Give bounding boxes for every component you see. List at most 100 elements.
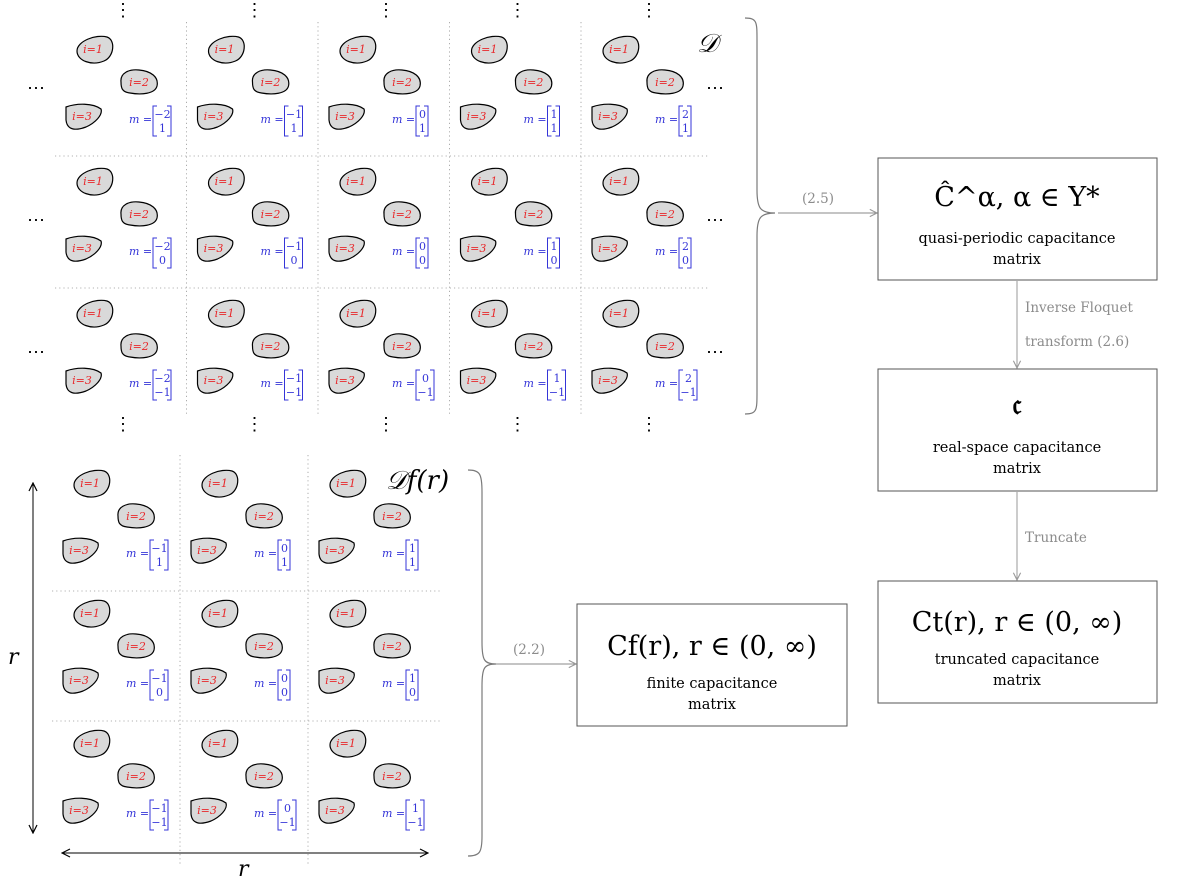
upper-cell-r0c1-bracket-left xyxy=(284,105,289,137)
upper-cell-r1c2-m-label: m = xyxy=(392,245,415,258)
finite-cell-r0c1-m-label: m = xyxy=(254,547,277,560)
upper-cell-r1c4-m-label: m = xyxy=(655,245,678,258)
quasi-periodic-box xyxy=(877,157,1158,281)
upper-cell-r1c1-label-i3: i=3 xyxy=(204,242,224,255)
upper-cell-r0c2-label-i2: i=2 xyxy=(392,76,412,89)
upper-cell-r0c4-particle-1 xyxy=(602,35,640,64)
upper-vdots-top-2: ⋮ xyxy=(377,0,395,21)
finite-cell-r1c0-label-i3: i=3 xyxy=(69,674,89,687)
real-space-line1: real-space capacitance xyxy=(933,440,1101,456)
upper-cell-r1c3-label-i3: i=3 xyxy=(467,242,487,255)
finite-cell-r0c1-label-i1: i=1 xyxy=(208,477,228,490)
upper-cell-r1c3-particle-3 xyxy=(459,235,497,262)
upper-cell-r2c3-label-i3: i=3 xyxy=(467,374,487,387)
upper-cell-r2c4-m-entry-1: 2 xyxy=(685,372,692,385)
finite-box xyxy=(576,603,848,727)
finite-cell-r0c1-bracket-right xyxy=(286,539,291,571)
finite-cell-r1c0-bracket-left xyxy=(149,669,154,701)
upper-vdots-bottom-0: ⋮ xyxy=(114,414,132,435)
upper-cell-r0c4-m-entry-1: 2 xyxy=(682,108,689,121)
upper-cell-r2c2-particle-3 xyxy=(328,367,365,394)
upper-cell-r2c0-m-entry-1: −2 xyxy=(154,372,170,385)
upper-cell-r1c4-bracket-left xyxy=(678,237,683,269)
upper-cell-r2c4-m-entry-2: −1 xyxy=(680,386,696,399)
upper-cell-r2c4-label-i1: i=1 xyxy=(609,307,629,320)
upper-cell-r2c2-label-i1: i=1 xyxy=(346,307,366,320)
finite-cell-r2c1-m-label: m = xyxy=(254,807,277,820)
finite-cell-r0c1-particle-1 xyxy=(201,469,239,498)
finite-cell-r1c0-m-entry-2: 0 xyxy=(156,686,163,699)
finite-cell-r0c1-bracket-left xyxy=(277,539,282,571)
upper-cell-r1c3-m-entry-1: 1 xyxy=(551,240,558,253)
upper-cell-r0c1-m-entry-1: −1 xyxy=(286,108,302,121)
finite-cell-r0c2-m-entry-2: 1 xyxy=(409,556,416,569)
upper-cell-r1c2-bracket-right xyxy=(424,237,429,269)
finite-cell-r2c1-bracket-left xyxy=(277,799,282,831)
finite-cell-r1c2-m-label: m = xyxy=(382,677,405,690)
upper-cell-r1c1-m-entry-2: 0 xyxy=(291,254,298,267)
finite-cell-r2c2-label-i1: i=1 xyxy=(336,737,356,750)
finite-cell-r2c1-m-entry-2: −1 xyxy=(279,816,295,829)
truncated-formula: Ct(r), r ∈ (0, ∞) xyxy=(912,607,1123,638)
finite-cell-r2c2-bracket-left xyxy=(405,799,410,831)
upper-cell-r1c1-particle-2 xyxy=(251,201,290,227)
upper-cell-r2c4-label-i3: i=3 xyxy=(598,374,618,387)
upper-cell-r1c1-label-i2: i=2 xyxy=(261,208,281,221)
upper-cell-r0c2-m-entry-2: 1 xyxy=(419,122,426,135)
finite-cell-r0c1-m-entry-1: 0 xyxy=(281,542,288,555)
finite-cell-r1c0-m-entry-1: −1 xyxy=(151,672,167,685)
upper-cell-r0c2-bracket-right xyxy=(424,105,429,137)
upper-cell-r0c1-label-i1: i=1 xyxy=(215,43,235,56)
finite-cell-r0c1-label-i3: i=3 xyxy=(197,544,217,557)
finite-cell-r1c2-m-entry-1: 1 xyxy=(409,672,416,685)
finite-cell-r0c0-particle-3 xyxy=(62,537,99,564)
upper-cell-r1c2-m-entry-2: 0 xyxy=(419,254,426,267)
upper-cell-r1c3-bracket-left xyxy=(547,237,552,269)
upper-cell-r2c3-m-entry-1: 1 xyxy=(554,372,561,385)
upper-cell-r2c1-label-i3: i=3 xyxy=(204,374,224,387)
finite-cell-r0c0-m-entry-1: −1 xyxy=(151,542,167,555)
finite-cell-r0c0-m-label: m = xyxy=(126,547,149,560)
finite-cell-r1c1-m-entry-2: 0 xyxy=(281,686,288,699)
finite-cell-r0c2-m-label: m = xyxy=(382,547,405,560)
quasi-periodic-line2: matrix xyxy=(993,252,1041,268)
upper-cell-r2c4-label-i2: i=2 xyxy=(655,340,675,353)
upper-cell-r0c4-bracket-right xyxy=(687,105,692,137)
upper-ellipsis-right-1: ⋯ xyxy=(706,210,724,231)
finite-cell-r0c2-label-i2: i=2 xyxy=(382,510,402,523)
finite-cell-r0c2-particle-3 xyxy=(318,537,355,564)
upper-cell-r2c4-particle-2 xyxy=(646,333,684,359)
upper-cell-r2c0-label-i1: i=1 xyxy=(83,307,103,320)
upper-cell-r0c3-label-i1: i=1 xyxy=(478,43,498,56)
vertical-size-label: r xyxy=(8,645,20,670)
finite-cell-r2c0-m-label: m = xyxy=(126,807,149,820)
upper-cell-r0c1-particle-2 xyxy=(251,69,290,95)
upper-cell-r2c0-bracket-left xyxy=(152,369,157,401)
upper-cell-r0c0-m-entry-1: −2 xyxy=(154,108,170,121)
finite-cell-r0c0-m-entry-2: 1 xyxy=(156,556,163,569)
upper-cell-r1c0-bracket-left xyxy=(152,237,157,269)
finite-cell-r0c0-bracket-right xyxy=(164,539,169,571)
upper-cell-r0c3-particle-3 xyxy=(459,103,497,130)
upper-cell-r1c1-bracket-right xyxy=(298,237,303,269)
finite-cell-r2c2-label-i2: i=2 xyxy=(382,770,402,783)
upper-cell-r0c0-particle-3 xyxy=(65,103,102,130)
floquet-label-line2: transform (2.6) xyxy=(1025,334,1129,350)
quasi-periodic-formula: Ĉ^α, α ∈ Y* xyxy=(934,179,1100,213)
upper-cell-r1c2-particle-1 xyxy=(339,167,377,196)
upper-cell-r2c0-particle-3 xyxy=(65,367,102,394)
finite-cell-r1c1-label-i3: i=3 xyxy=(197,674,217,687)
finite-cell-r0c2-label-i3: i=3 xyxy=(325,544,345,557)
finite-cell-r2c0-label-i2: i=2 xyxy=(126,770,146,783)
upper-cell-r2c0-m-entry-2: −1 xyxy=(154,386,170,399)
upper-cell-r0c4-particle-2 xyxy=(646,69,684,95)
upper-cell-r2c0-m-label: m = xyxy=(129,377,152,390)
finite-cell-r1c0-label-i2: i=2 xyxy=(126,640,146,653)
finite-cell-r1c2-label-i3: i=3 xyxy=(325,674,345,687)
finite-cell-r1c1-particle-2 xyxy=(245,633,283,659)
upper-cell-r0c4-bracket-left xyxy=(678,105,683,137)
finite-line2: matrix xyxy=(688,697,736,713)
finite-cell-r2c2-particle-2 xyxy=(373,763,411,789)
upper-cell-r0c3-particle-1 xyxy=(470,35,508,64)
